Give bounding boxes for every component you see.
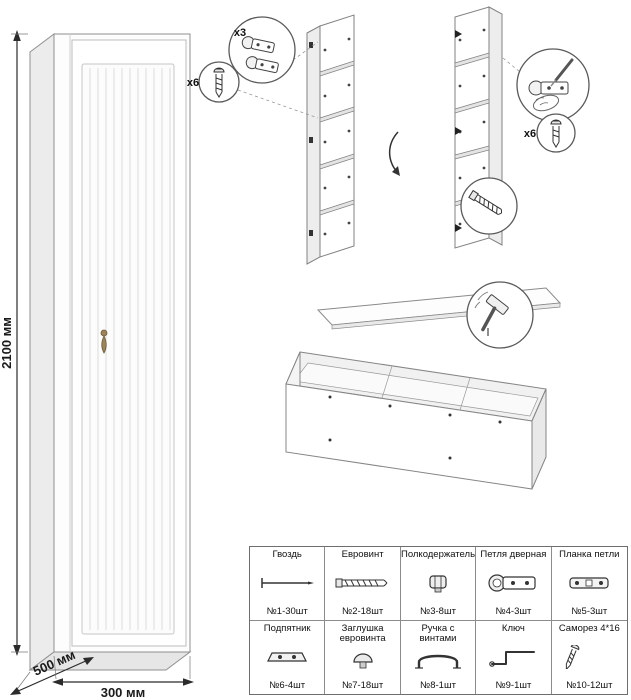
part-name: Гвоздь — [272, 549, 302, 560]
part-cell-foot: Подпятник №6-4шт — [250, 620, 326, 694]
part-name: Подпятник — [263, 622, 311, 634]
shelf-unit-panel — [306, 14, 355, 265]
screw-count-right: x6 — [524, 128, 536, 140]
part-cell-euroscrew: Евровинт №2-18шт — [325, 547, 401, 621]
hinge-plate-icon — [569, 577, 609, 589]
handle-icon — [414, 654, 461, 669]
hammer-icon — [474, 291, 509, 336]
door-planking — [89, 68, 171, 630]
hinge-icon — [528, 80, 569, 96]
hinge-marks-right — [455, 30, 462, 232]
callout-hammer — [466, 281, 534, 349]
shelf-pin-icon — [429, 575, 447, 593]
screw-icon — [550, 119, 562, 148]
nail-icon — [261, 577, 315, 588]
part-cell-hinge: Петля дверная №4-3шт — [476, 547, 552, 621]
part-count: №1-30шт — [266, 605, 308, 617]
screwdriver-icon — [550, 58, 574, 87]
part-count: №4-3шт — [495, 605, 532, 617]
part-cell-hingeplate: Планка петли №5-3шт — [551, 547, 627, 621]
wardrobe-illustration — [28, 33, 192, 671]
part-count: №6-4шт — [269, 680, 306, 691]
part-name: Саморез 4*16 — [558, 622, 620, 634]
width-label: 300 мм — [101, 685, 146, 700]
hinge-icon — [245, 56, 279, 74]
part-name: Ключ — [501, 622, 525, 634]
flip-arrow — [388, 131, 400, 176]
dimension-width: 300 мм — [52, 655, 194, 700]
callout-screws-right: x6 — [524, 113, 576, 153]
door-panel — [81, 63, 175, 635]
hinge-count-label: x3 — [234, 27, 246, 39]
callout-hinges: x3 — [228, 16, 296, 84]
part-count: №2-18шт — [342, 605, 384, 617]
dimension-height: 2100 мм — [0, 30, 28, 656]
part-count: №3-8шт — [420, 605, 456, 617]
part-cell-screw: Саморез 4*16 №10-12шт — [552, 621, 627, 695]
part-cell-handle: Ручка с винтами №8-1шт — [401, 620, 477, 694]
callout-screws-top: x6 — [187, 61, 240, 103]
wood-screw-icon — [566, 644, 580, 669]
part-count: №5-3шт — [571, 605, 608, 617]
screw-count-top: x6 — [187, 77, 199, 89]
parts-table: Гвоздь №1-30шт Евровинт №2-18шт Полкодер… — [249, 546, 628, 695]
hinge-icon — [241, 36, 275, 54]
part-count: №8-1шт — [420, 680, 456, 691]
wardrobe-side-panel — [29, 33, 55, 671]
door-hinge-icon — [488, 574, 536, 592]
part-name: Евровинт — [341, 549, 384, 560]
foot-pad-icon — [267, 652, 308, 662]
part-count: №9-1шт — [495, 680, 532, 691]
part-cell-nail: Гвоздь №1-30шт — [250, 547, 326, 621]
part-count: №10-12шт — [566, 680, 613, 691]
screw-icon — [213, 67, 225, 98]
carcass-box — [285, 351, 547, 490]
screw-cap-icon — [352, 653, 373, 669]
euroscrew-icon — [468, 189, 503, 216]
callout-euroscrew — [460, 177, 518, 235]
euroscrew-icon — [335, 578, 387, 588]
part-name: Заглушка евровинта — [339, 622, 386, 644]
part-cell-cap: Заглушка евровинта №7-18шт — [325, 620, 401, 694]
screw-dots — [328, 395, 502, 460]
key-icon — [489, 650, 536, 667]
hand-icon — [532, 94, 560, 112]
part-cell-key: Ключ №9-1шт — [476, 620, 552, 694]
height-label: 2100 мм — [0, 317, 14, 369]
part-name: Петля дверная — [480, 549, 547, 560]
part-name: Планка петли — [559, 549, 620, 560]
hinge-marks-left — [309, 42, 313, 236]
part-count: №7-18шт — [342, 680, 384, 691]
door-handle — [100, 329, 108, 354]
part-name: Ручка с винтами — [419, 622, 457, 644]
part-name: Полкодержатель — [400, 549, 476, 560]
callout-hinge-install — [516, 48, 590, 122]
shelf-pin-holes — [323, 37, 351, 236]
part-cell-shelfpin: Полкодержатель №3-8шт — [400, 547, 477, 621]
